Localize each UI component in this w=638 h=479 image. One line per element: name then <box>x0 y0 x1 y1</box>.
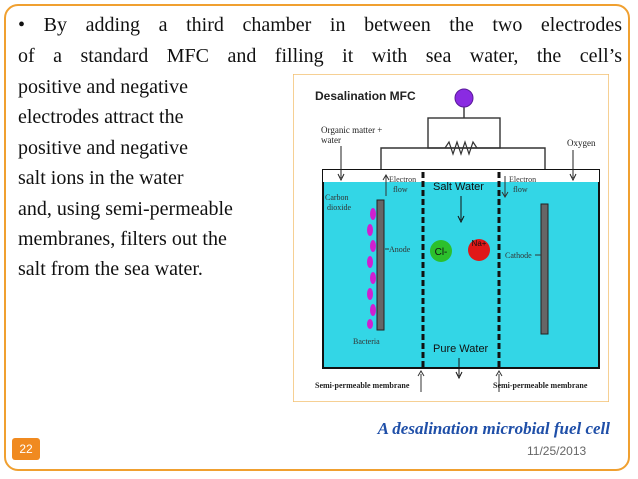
tank-top-air <box>323 170 599 182</box>
organic-matter-label: Organic matter + <box>321 125 382 135</box>
text-line-9: salt from the sea water. <box>18 258 203 280</box>
desalination-mfc-diagram: Desalination MFC Cl- Na+ Organic matter … <box>293 74 609 402</box>
cl-ion <box>430 240 452 262</box>
dioxide-label: dioxide <box>327 203 351 212</box>
bullet-text-1: By adding a third chamber in between the… <box>43 14 622 36</box>
electron-right-label: Electron <box>509 175 536 184</box>
water-label: water <box>321 135 341 145</box>
light-bulb <box>454 88 474 108</box>
na-ion-label: Na+ <box>472 239 487 248</box>
text-line-5: positive and negative <box>18 137 188 159</box>
bacteria-cluster <box>367 208 376 329</box>
bullet-line-1: • By adding a third chamber in between t… <box>18 14 622 37</box>
pure-water-label: Pure Water <box>433 343 489 355</box>
bullet-text-2: of a standard MFC and filling it with se… <box>18 45 622 67</box>
slide-date: 11/25/2013 <box>527 444 587 458</box>
membrane-left-label: Semi-permeable membrane <box>315 381 410 390</box>
membrane-right-label: Semi-permeable membrane <box>493 381 588 390</box>
carbon-label: Carbon <box>325 193 349 202</box>
slide-number-badge: 22 <box>12 438 40 460</box>
figure-caption: A desalination microbial fuel cell <box>377 419 610 438</box>
anode-electrode <box>376 199 385 331</box>
na-ion <box>468 239 490 261</box>
resistor-symbol <box>444 140 478 156</box>
anode-label: Anode <box>389 245 411 254</box>
cathode-electrode <box>540 203 549 335</box>
flow-right-label: flow <box>513 185 528 194</box>
oxygen-label: Oxygen <box>567 138 596 148</box>
cathode-label: Cathode <box>505 251 532 260</box>
electron-left-label: Electron <box>389 175 416 184</box>
text-line-6: salt ions in the water <box>18 167 184 189</box>
diagram-title: Desalination MFC <box>315 89 416 103</box>
bullet-marker: • <box>18 14 26 36</box>
cl-ion-label: Cl- <box>435 247 448 258</box>
salt-water-label: Salt Water <box>433 181 484 193</box>
flow-left-label: flow <box>393 185 408 194</box>
bullet-line-2: of a standard MFC and filling it with se… <box>18 45 622 68</box>
text-line-8: membranes, filters out the <box>18 228 227 250</box>
text-line-7: and, using semi-permeable <box>18 198 233 220</box>
text-line-4: electrodes attract the <box>18 106 184 128</box>
text-line-3: positive and negative <box>18 76 188 98</box>
bacteria-label: Bacteria <box>353 337 380 346</box>
